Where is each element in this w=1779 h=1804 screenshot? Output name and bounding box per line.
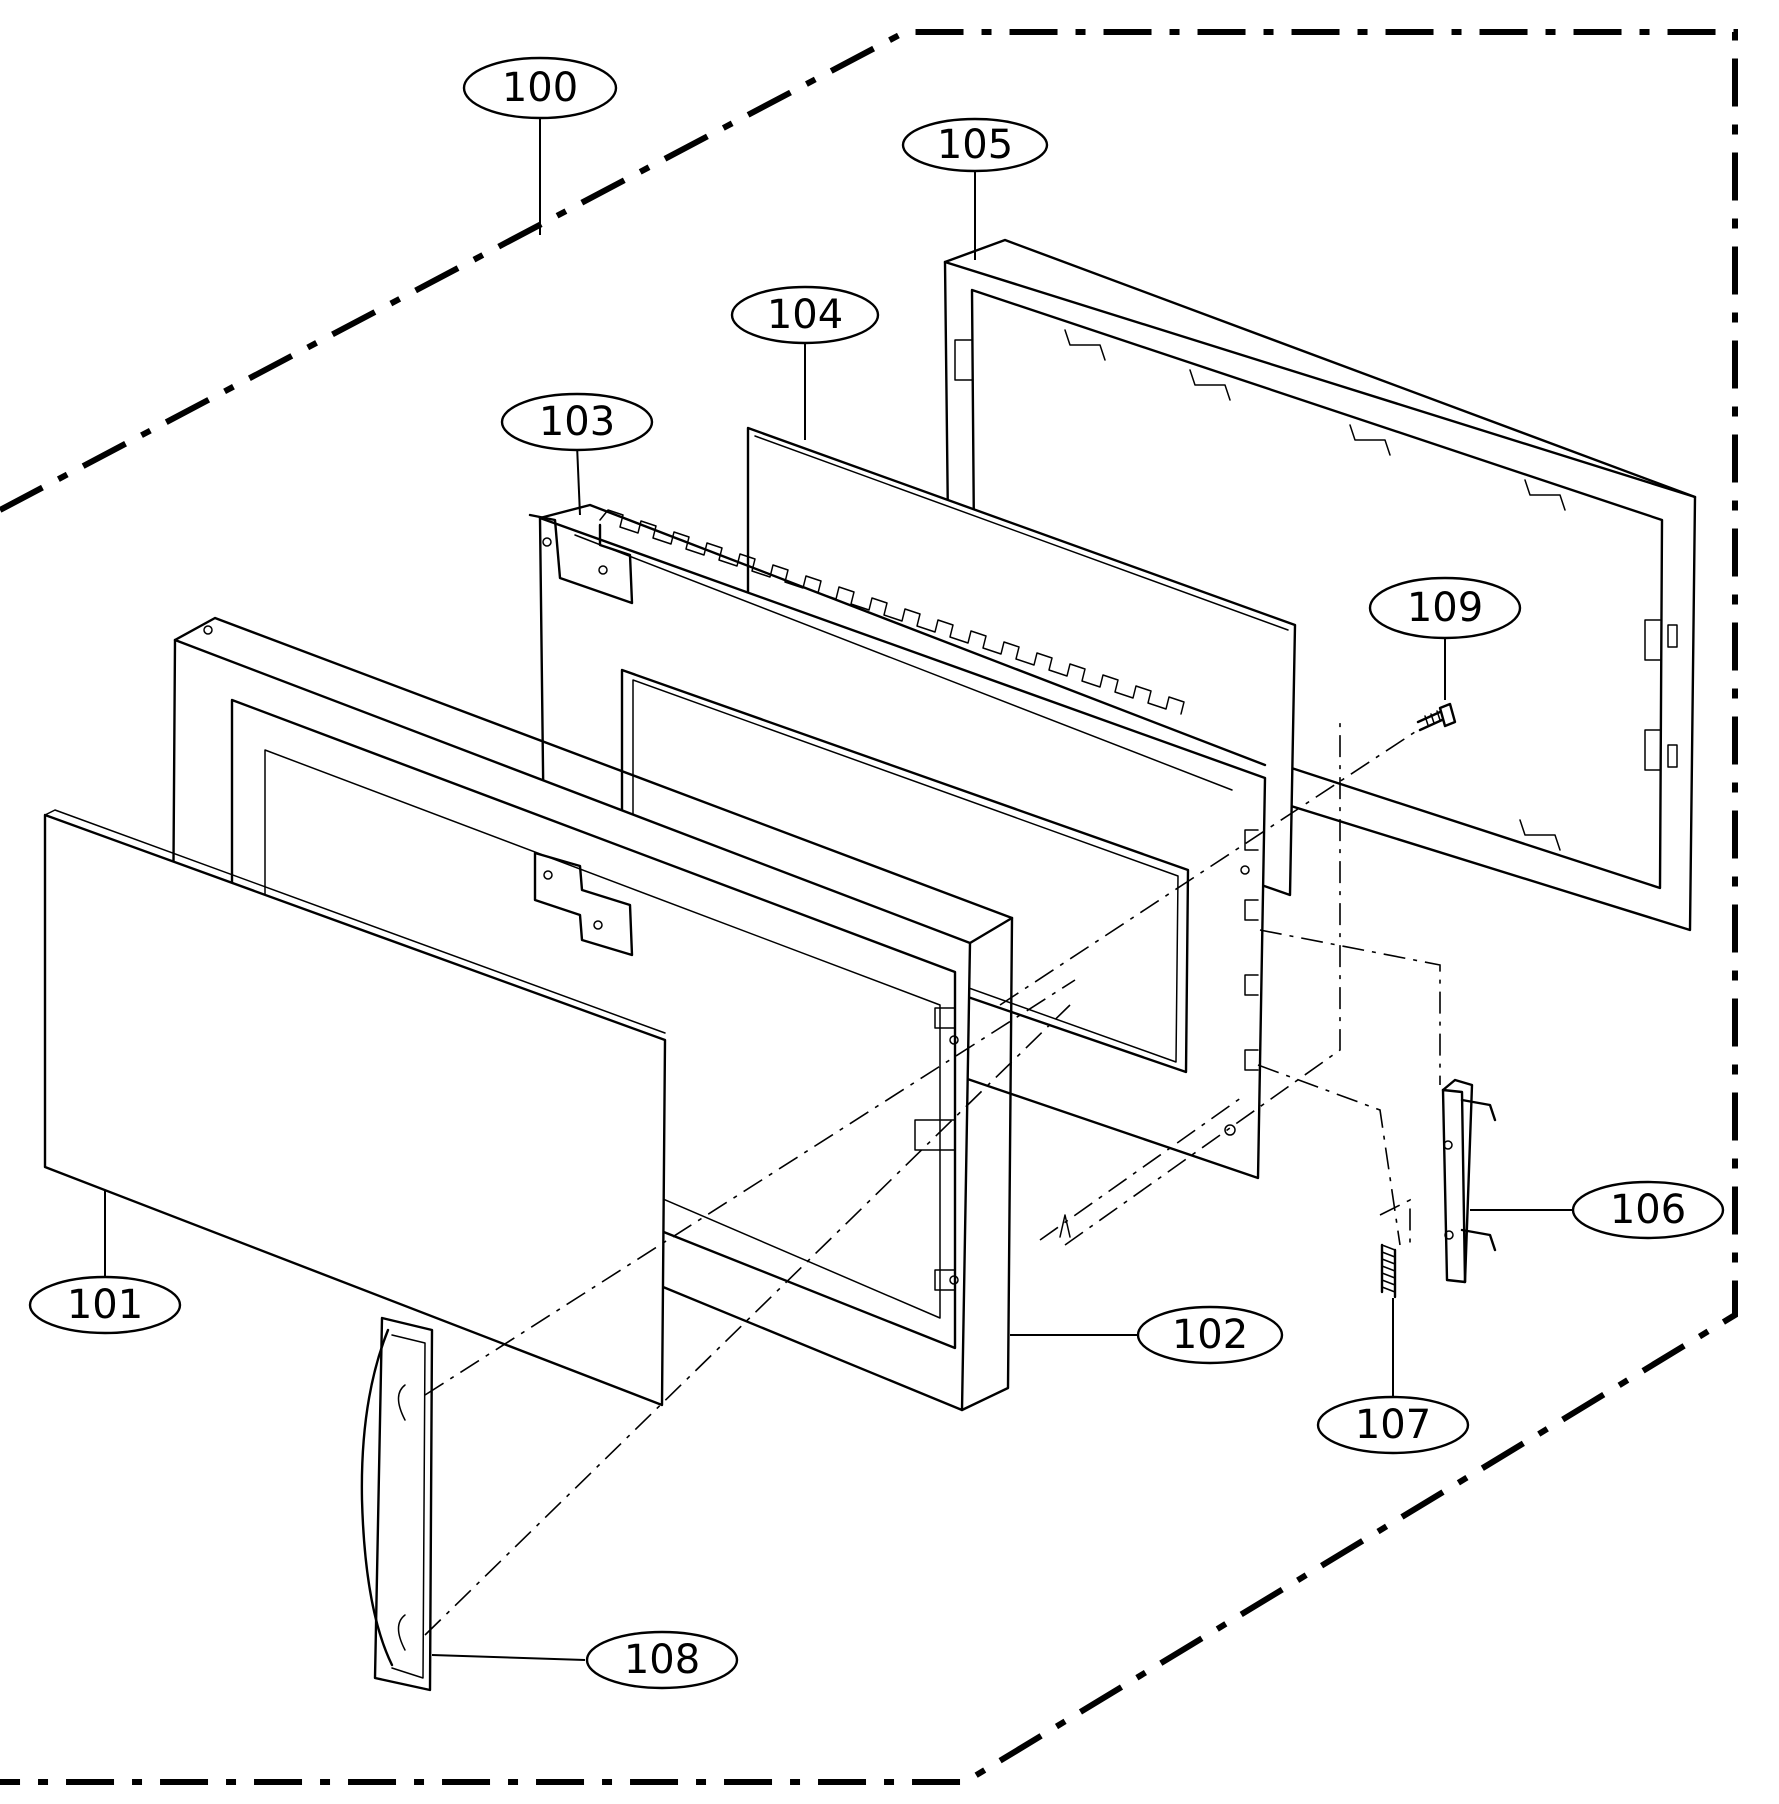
callout-label-101: 101 — [67, 1282, 143, 1328]
callout-label-100: 100 — [502, 65, 578, 111]
callout-104: 104 — [730, 285, 880, 345]
callout-label-104: 104 — [767, 292, 843, 338]
part-glass-panel — [43, 809, 667, 1407]
callout-label-102: 102 — [1172, 1312, 1248, 1358]
callout-109: 109 — [1368, 576, 1522, 640]
part-latch-hook — [1441, 1078, 1497, 1284]
part-screw — [1416, 702, 1457, 732]
callout-label-103: 103 — [539, 399, 615, 445]
callout-label-106: 106 — [1610, 1187, 1686, 1233]
part-door-handle — [360, 1316, 434, 1692]
callout-103: 103 — [500, 392, 654, 452]
part-door-plate — [528, 503, 1267, 1180]
callout-label-109: 109 — [1407, 585, 1483, 631]
part-latch-spring — [1380, 1243, 1397, 1299]
callout-107: 107 — [1316, 1395, 1470, 1455]
callout-108: 108 — [585, 1630, 739, 1690]
callout-label-107: 107 — [1355, 1402, 1431, 1448]
assembly-boundary — [0, 29, 1738, 1785]
leader-lines — [104, 118, 1575, 1661]
callout-106: 106 — [1571, 1180, 1725, 1240]
callout-102: 102 — [1136, 1305, 1284, 1365]
callout-100: 100 — [462, 56, 618, 120]
callout-label-108: 108 — [624, 1637, 700, 1683]
callout-101: 101 — [28, 1275, 182, 1335]
callout-label-105: 105 — [937, 122, 1013, 168]
assembly-lines — [424, 720, 1441, 1636]
callout-105: 105 — [901, 117, 1049, 173]
